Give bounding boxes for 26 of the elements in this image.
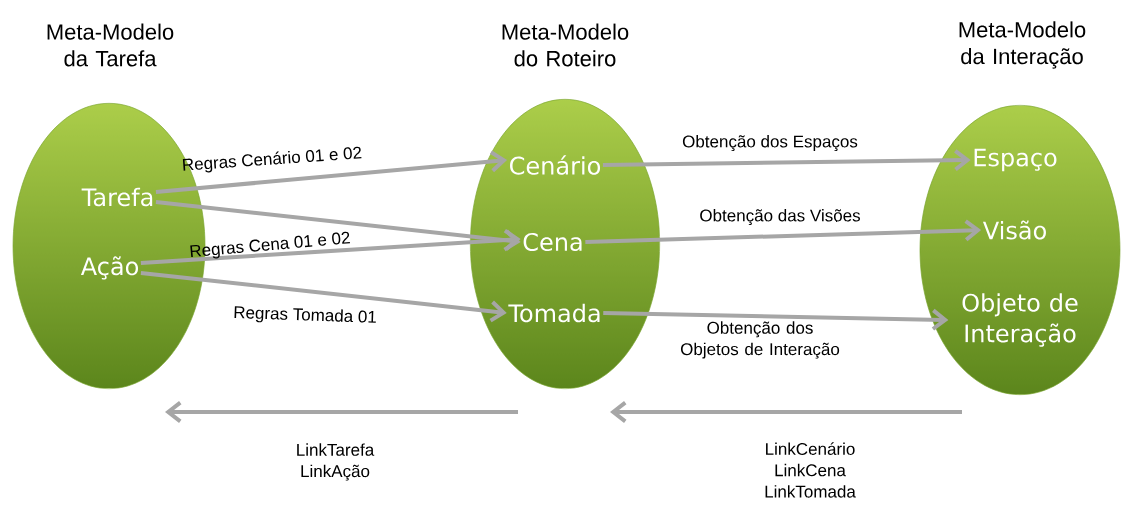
element-label: Objeto de Interação bbox=[962, 293, 1078, 347]
element-label: Cena bbox=[523, 232, 582, 252]
arrow bbox=[602, 149, 971, 172]
edge-label: Obtenção dos Objetos de Interação bbox=[680, 321, 840, 359]
note-text: LinkCenário LinkCena LinkTomada bbox=[765, 442, 856, 498]
node-label: Meta-Modelo do Roteiro bbox=[502, 23, 629, 67]
arrow bbox=[603, 308, 949, 331]
arrow bbox=[155, 150, 508, 194]
arrow bbox=[155, 200, 521, 252]
node-label: Meta-Modelo da Interação bbox=[959, 21, 1086, 69]
edge-label: Obtenção das Visões bbox=[700, 209, 860, 225]
element-label: Ação bbox=[80, 256, 138, 280]
element-label: Cenário bbox=[510, 155, 601, 175]
element-label: Visão bbox=[982, 220, 1046, 240]
element-label: Espaço bbox=[974, 148, 1057, 172]
element-label: Tomada bbox=[508, 303, 600, 323]
arrow bbox=[140, 271, 507, 323]
element-label: Tarefa bbox=[81, 187, 153, 207]
note-text: LinkTarefa LinkAção bbox=[297, 443, 375, 481]
edge-label: Obtenção dos Espaços bbox=[682, 135, 858, 151]
edge-label: Regras Cena 01 e 02 bbox=[190, 231, 350, 259]
arrow bbox=[140, 229, 521, 265]
arrow bbox=[585, 219, 982, 244]
edge-label: Regras Tomada 01 bbox=[234, 306, 376, 323]
edge-label: Regras Cenário 01 e 02 bbox=[182, 146, 362, 173]
node-label: Meta-Modelo da Tarefa bbox=[47, 23, 174, 67]
